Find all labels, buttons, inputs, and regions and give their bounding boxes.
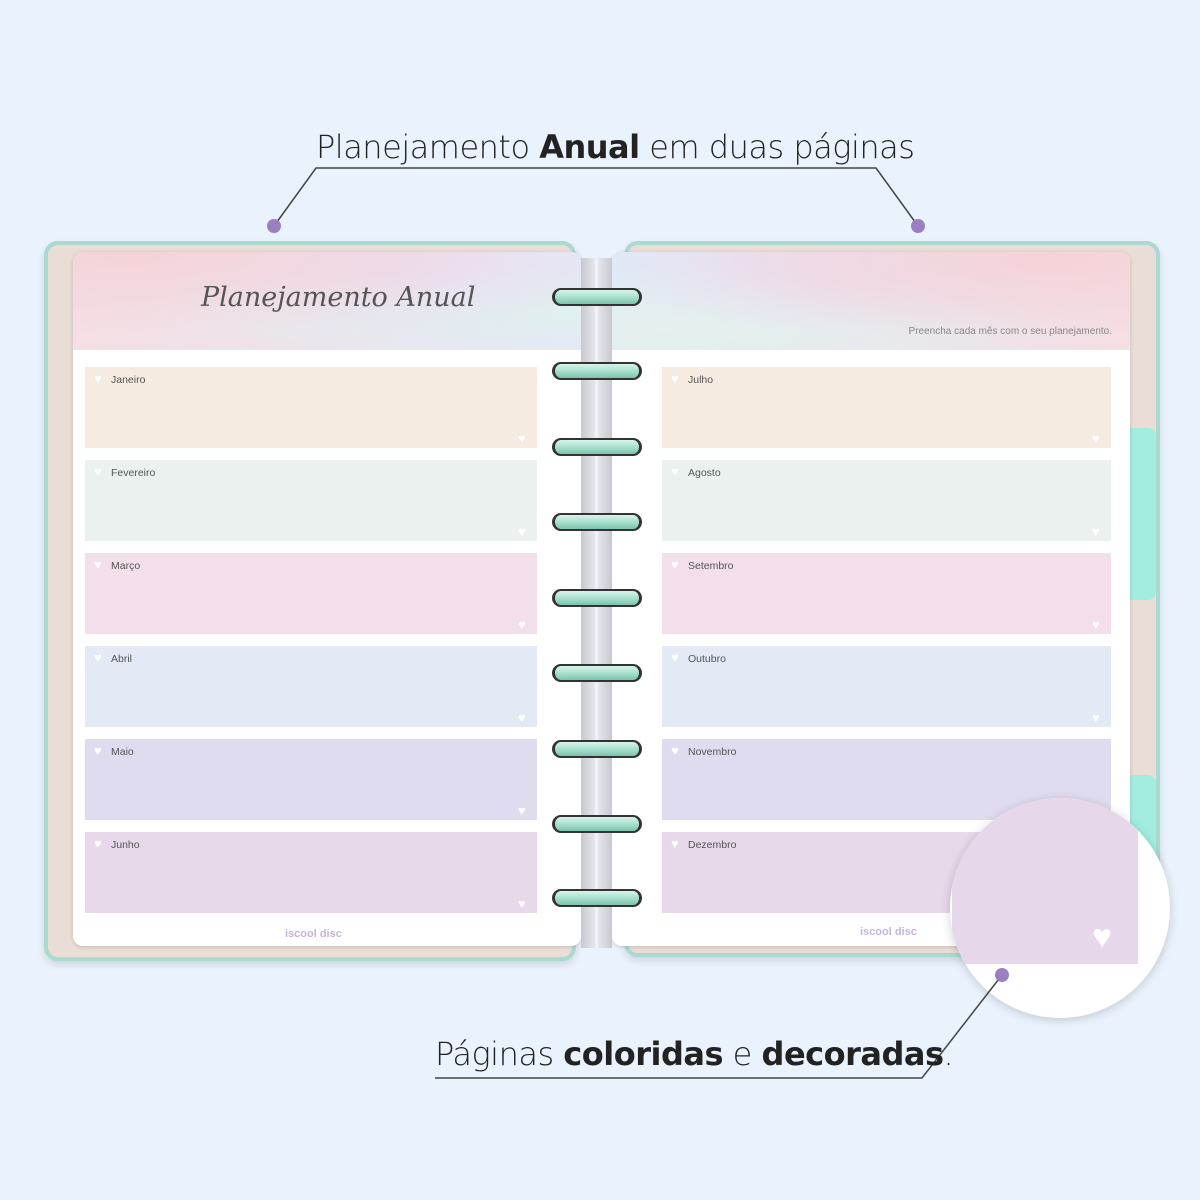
month-box-abril[interactable]: ♥ Abril ♥ — [85, 646, 537, 727]
page-title: Planejamento Anual — [201, 282, 476, 313]
divider-tab[interactable] — [1130, 428, 1156, 600]
heart-icon: ♥ — [671, 650, 679, 665]
binder-ring — [552, 589, 642, 607]
month-label: Agosto — [688, 467, 721, 479]
binder-ring — [552, 815, 642, 833]
month-label: Fevereiro — [111, 467, 156, 479]
binder-ring — [552, 889, 642, 907]
heart-icon: ♥ — [518, 803, 526, 818]
heart-icon: ♥ — [1092, 431, 1100, 446]
month-box-fevereiro[interactable]: ♥ Fevereiro ♥ — [85, 460, 537, 541]
callout-dot — [995, 968, 1009, 982]
heart-icon: ♥ — [671, 557, 679, 572]
month-box-setembro[interactable]: ♥ Setembro ♥ — [662, 553, 1111, 634]
heart-icon: ♥ — [94, 464, 102, 479]
month-label: Novembro — [688, 746, 737, 758]
heart-icon: ♥ — [518, 896, 526, 911]
heart-icon: ♥ — [94, 836, 102, 851]
heart-icon: ♥ — [671, 743, 679, 758]
month-box-maio[interactable]: ♥ Maio ♥ — [85, 739, 537, 820]
month-box-janeiro[interactable]: ♥ Janeiro ♥ — [85, 367, 537, 448]
left-page: Planejamento Anual ♥Janeiro♥♥Fevereiro♥♥… — [73, 252, 581, 946]
binder-ring — [552, 664, 642, 682]
month-label: Outubro — [688, 653, 726, 665]
heart-icon: ♥ — [1092, 918, 1113, 956]
right-page: Preencha cada mês com o seu planejamento… — [612, 252, 1130, 946]
heart-icon: ♥ — [518, 431, 526, 446]
brand-logo: iscool disc — [860, 926, 917, 938]
top-callout: Planejamento Anual em duas páginas — [316, 128, 915, 166]
month-box-julho[interactable]: ♥ Julho ♥ — [662, 367, 1111, 448]
heart-icon: ♥ — [518, 524, 526, 539]
month-label: Dezembro — [688, 839, 737, 851]
month-label: Junho — [111, 839, 140, 851]
brand-logo: iscool disc — [285, 928, 342, 940]
binder-ring — [552, 362, 642, 380]
bottom-callout: Páginas coloridas e decoradas. — [435, 1035, 954, 1073]
heart-icon: ♥ — [518, 710, 526, 725]
heart-icon: ♥ — [94, 371, 102, 386]
month-label: Setembro — [688, 560, 734, 572]
binder-ring — [552, 438, 642, 456]
heart-icon: ♥ — [94, 557, 102, 572]
month-box-agosto[interactable]: ♥ Agosto ♥ — [662, 460, 1111, 541]
month-label: Março — [111, 560, 141, 572]
heart-icon: ♥ — [1092, 710, 1100, 725]
month-label: Julho — [688, 374, 714, 386]
page-header: Planejamento Anual — [73, 252, 581, 350]
heart-icon: ♥ — [94, 743, 102, 758]
callout-dot — [911, 219, 925, 233]
callout-dot — [267, 219, 281, 233]
month-label: Maio — [111, 746, 134, 758]
month-box-junho[interactable]: ♥ Junho ♥ — [85, 832, 537, 913]
heart-icon: ♥ — [1092, 617, 1100, 632]
heart-icon: ♥ — [94, 650, 102, 665]
binder-ring — [552, 288, 642, 306]
month-label: Janeiro — [111, 374, 146, 386]
heart-icon: ♥ — [671, 836, 679, 851]
month-box-março[interactable]: ♥ Março ♥ — [85, 553, 537, 634]
magnifier-detail: ♥ — [950, 798, 1170, 1018]
heart-icon: ♥ — [671, 371, 679, 386]
heart-icon: ♥ — [518, 617, 526, 632]
heart-icon: ♥ — [1092, 524, 1100, 539]
month-box-outubro[interactable]: ♥ Outubro ♥ — [662, 646, 1111, 727]
zoomed-month-box — [952, 798, 1138, 964]
heart-icon: ♥ — [671, 464, 679, 479]
page-subtitle: Preencha cada mês com o seu planejamento… — [908, 326, 1112, 337]
binder-ring — [552, 513, 642, 531]
page-header: Preencha cada mês com o seu planejamento… — [612, 252, 1130, 350]
binder-ring — [552, 740, 642, 758]
month-label: Abril — [111, 653, 133, 665]
